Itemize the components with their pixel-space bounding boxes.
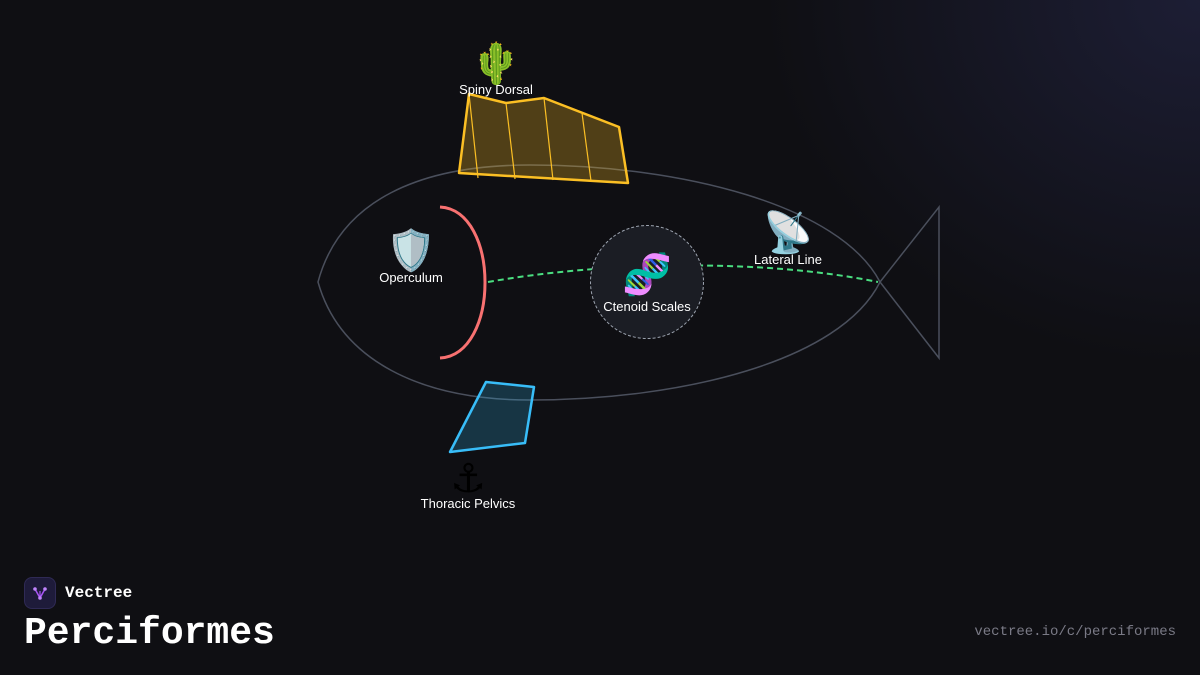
pelvic-fin[interactable] (448, 380, 536, 454)
brand: Vectree (24, 577, 132, 609)
dna-icon: 🧬 (622, 250, 672, 298)
vectree-logo-icon (24, 577, 56, 609)
pelvic-fin-label: Thoracic Pelvics (421, 496, 516, 511)
scales-circle[interactable] (590, 225, 704, 339)
cactus-icon: 🌵 (471, 40, 521, 87)
operculum-label: Operculum (379, 270, 443, 285)
satellite-dish-icon: 📡 (763, 207, 813, 256)
page-title: Perciformes (24, 612, 275, 655)
lateral-line-label: Lateral Line (754, 252, 822, 267)
operculum-arc[interactable] (439, 205, 487, 360)
anchor-icon: ⚓ (450, 456, 486, 502)
shield-icon: 🛡️ (386, 227, 436, 274)
scales-label: Ctenoid Scales (603, 299, 691, 314)
dorsal-fin[interactable] (457, 92, 630, 185)
dorsal-fin-label: Spiny Dorsal (459, 82, 533, 97)
page-url[interactable]: vectree.io/c/perciformes (974, 624, 1176, 640)
fish-tail-outline (879, 204, 940, 361)
brand-name: Vectree (65, 584, 133, 602)
